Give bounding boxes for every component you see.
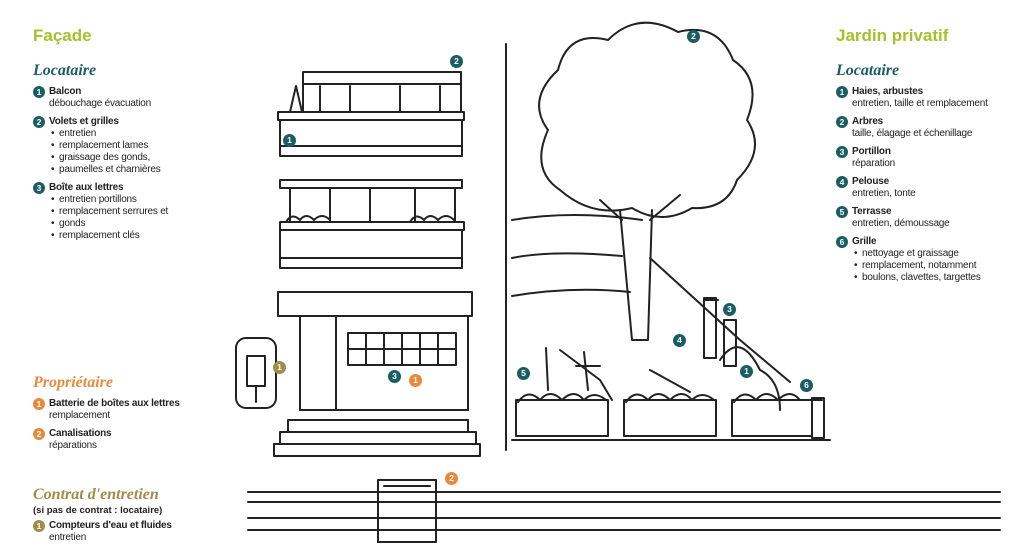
list-item: 3 Portillon réparation [836,146,1016,170]
item-title: Arbres [852,116,884,127]
item-desc: entretien, tonte [852,188,916,199]
bullet: entretien portillons [51,194,223,206]
bullet-list: entretien remplacement lames graissage d… [49,128,223,176]
building-facade [273,71,481,457]
item-desc: taille, élagage et échenillage [852,128,973,139]
marker-lawn: 4 [673,334,686,347]
bullet-list: nettoyage et graissage remplacement, not… [852,248,1016,284]
list-item: 1 Compteurs d'eau et fluides entretien [33,520,233,544]
item-title: Batterie de boîtes aux lettres [49,398,180,409]
bullet: entretien [51,128,223,140]
marker-mailbox: 3 [388,370,401,383]
number-badge: 1 [836,86,848,98]
item-desc: remplacement [49,410,110,421]
list-item: 4 Pelouse entretien, tonte [836,176,1016,200]
bullet: remplacement, notamment [854,260,1016,272]
bullet: remplacement serrures et [51,206,223,218]
pipe-drain [247,479,1001,543]
marker-gate: 3 [723,303,736,316]
list-item: 2 Canalisations réparations [33,428,223,452]
item-title: Terrasse [852,206,892,217]
list-item: 1 Batterie de boîtes aux lettres remplac… [33,398,223,422]
item-title: Compteurs d'eau et fluides [49,520,172,531]
item-title: Haies, arbustes [852,86,923,97]
bullet-continuation: boulons, clavettes, targettes [854,272,1016,284]
jardin-locataire-heading: Locataire [836,62,900,79]
number-badge: 2 [33,428,45,440]
number-badge: 1 [33,398,45,410]
item-title: Portillon [852,146,891,157]
number-badge: 6 [836,236,848,248]
bullet: remplacement lames [51,140,223,152]
number-badge: 1 [33,520,45,532]
item-desc: débouchage évacuation [49,98,152,109]
jardin-locataire-section: Locataire 1 Haies, arbustes entretien, t… [836,62,1016,284]
number-badge: 3 [836,146,848,158]
facade-contrat-heading: Contrat d'entretien [33,486,159,503]
marker-meter: 1 [273,361,286,374]
marker-pipe: 2 [445,472,458,485]
item-title: Volets et grilles [49,116,119,127]
facade-contrat-subheading: (si pas de contrat : locataire) [33,505,163,516]
facade-proprietaire-heading: Propriétaire [33,374,113,391]
bullet: remplacement clés [51,230,223,242]
number-badge: 1 [33,86,45,98]
facade-column: Façade Locataire 1 Balcon débouchage éva… [33,26,223,242]
meter-box [235,337,277,409]
jardin-title: Jardin privatif [836,26,949,45]
number-badge: 3 [33,182,45,194]
list-item: 5 Terrasse entretien, démoussage [836,206,1016,230]
list-item: 1 Haies, arbustes entretien, taille et r… [836,86,1016,110]
tree [538,21,756,341]
list-item: 3 Boîte aux lettres entretien portillons… [33,182,223,242]
item-desc: entretien, démoussage [852,218,950,229]
facade-title: Façade [33,26,92,45]
marker-fence: 6 [800,379,813,392]
item-title: Balcon [49,86,82,97]
bullet: nettoyage et graissage [854,248,1016,260]
marker-mailbox-battery: 1 [409,374,422,387]
number-badge: 2 [836,116,848,128]
item-desc: réparations [49,440,97,451]
list-item: 1 Balcon débouchage évacuation [33,86,223,110]
number-badge: 2 [33,116,45,128]
bullet-continuation: paumelles et charnières [51,164,223,176]
facade-locataire-section: Locataire 1 Balcon débouchage évacuation… [33,62,223,242]
marker-balcony: 1 [283,134,296,147]
jardin-column: Jardin privatif Locataire 1 Haies, arbus… [836,26,1016,284]
number-badge: 4 [836,176,848,188]
item-desc: entretien, taille et remplacement [852,98,988,109]
number-badge: 5 [836,206,848,218]
list-item: 2 Volets et grilles entretien remplaceme… [33,116,223,176]
bullet-continuation: gonds [51,218,223,230]
marker-balcony-top: 2 [450,55,463,68]
item-title: Canalisations [49,428,112,439]
item-desc: réparation [852,158,896,169]
item-title: Pelouse [852,176,889,187]
garden [511,214,831,441]
bullet-list: entretien portillons remplacement serrur… [49,194,223,242]
bullet: graissage des gonds, [51,152,223,164]
item-title: Grille [852,236,877,247]
item-title: Boîte aux lettres [49,182,124,193]
marker-hedge: 1 [740,365,753,378]
facade-proprietaire-section: Propriétaire 1 Batterie de boîtes aux le… [33,374,223,452]
list-item: 2 Arbres taille, élagage et échenillage [836,116,1016,140]
marker-terrace: 5 [517,367,530,380]
marker-tree: 2 [687,30,700,43]
facade-locataire-heading: Locataire [33,62,97,79]
facade-contrat-section: Contrat d'entretien (si pas de contrat :… [33,486,233,544]
list-item: 6 Grille nettoyage et graissage remplace… [836,236,1016,284]
item-desc: entretien [49,532,87,543]
